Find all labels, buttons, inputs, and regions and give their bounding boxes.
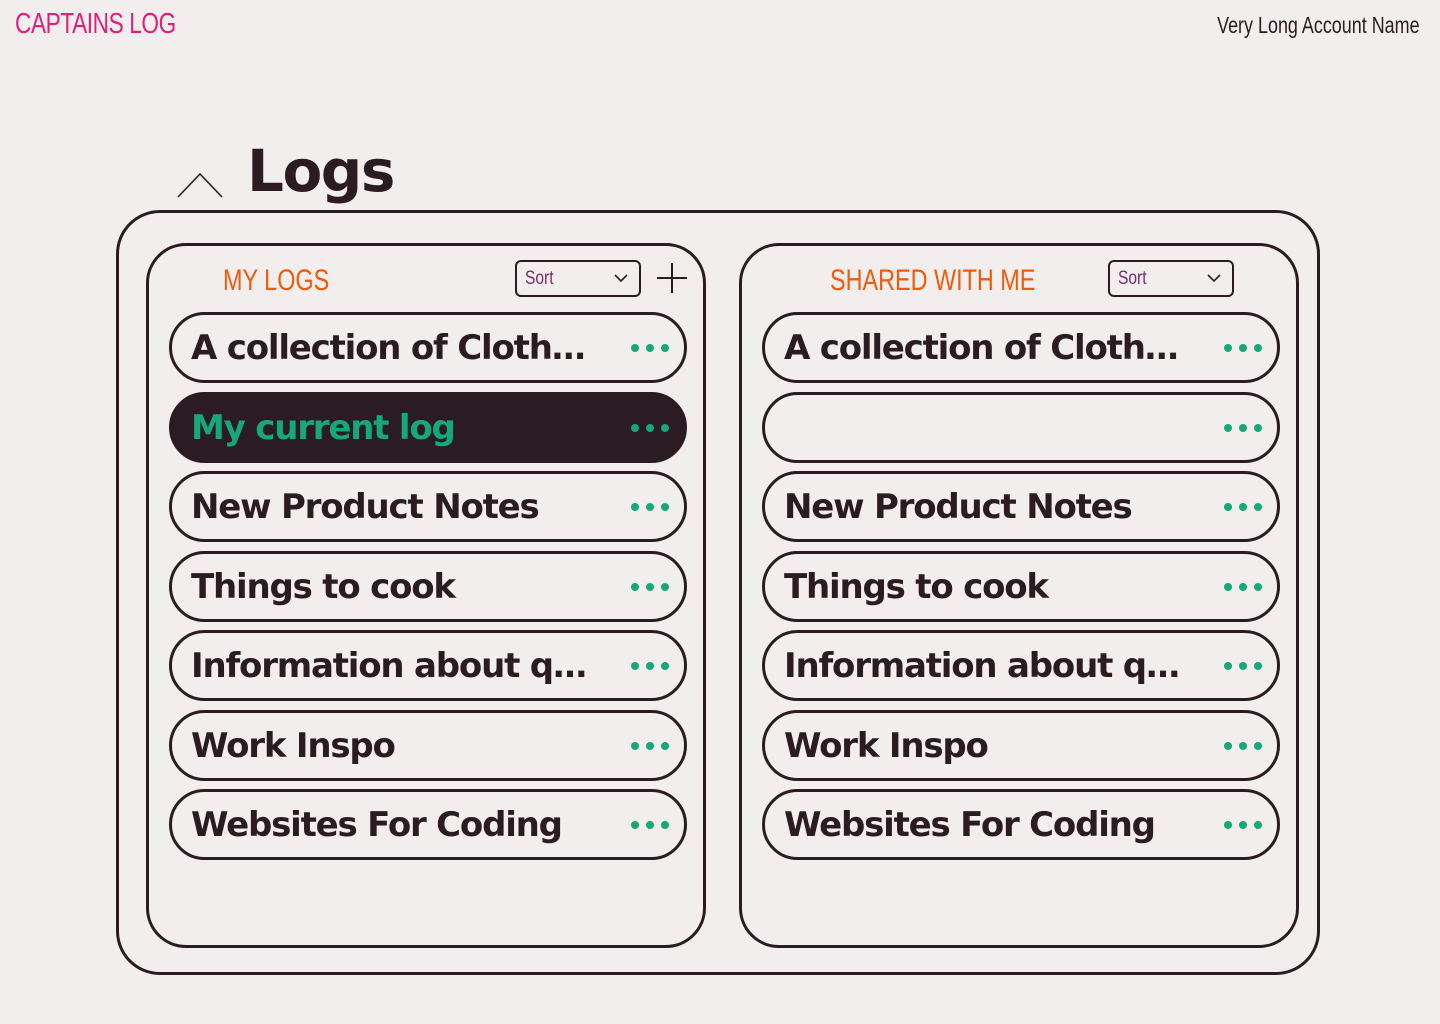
log-item[interactable]: New Product Notes — [762, 471, 1280, 542]
more-dots-icon[interactable] — [630, 338, 670, 358]
log-item[interactable]: Websites For Coding — [762, 789, 1280, 860]
account-name[interactable]: Very Long Account Name — [1217, 12, 1420, 38]
log-item-label: My current log — [191, 407, 456, 448]
my-logs-sort-select[interactable]: Sort — [515, 260, 641, 297]
more-dots-icon[interactable] — [630, 497, 670, 517]
chevron-down-icon — [1207, 274, 1221, 283]
log-item-label: Things to cook — [191, 566, 456, 607]
log-item[interactable]: Things to cook — [169, 550, 687, 622]
more-dots-icon[interactable] — [1223, 497, 1263, 517]
log-item[interactable]: Things to cook — [762, 550, 1280, 622]
log-item[interactable] — [762, 391, 1280, 463]
chevron-down-icon — [614, 274, 628, 283]
log-item-label: A collection of Clothing — [191, 328, 592, 368]
more-dots-icon[interactable] — [1223, 815, 1263, 835]
log-item[interactable]: New Product Notes — [169, 471, 687, 542]
log-item-label: Work Inspo — [784, 725, 989, 766]
more-dots-icon[interactable] — [1223, 656, 1263, 676]
add-log-button[interactable] — [654, 260, 690, 296]
more-dots-icon[interactable] — [630, 736, 670, 756]
log-item[interactable]: Information about quick e... — [762, 630, 1280, 701]
more-dots-icon[interactable] — [1223, 418, 1263, 438]
log-item-label: Websites For Coding — [191, 805, 563, 845]
app-brand[interactable]: CAPTAINS LOG — [15, 8, 176, 40]
sort-label: Sort — [525, 268, 554, 289]
log-item[interactable]: Work Inspo — [762, 709, 1280, 781]
more-dots-icon[interactable] — [1223, 338, 1263, 358]
log-item-label: New Product Notes — [784, 487, 1133, 527]
log-item[interactable]: My current log — [169, 391, 687, 463]
shared-logs-heading: SHARED WITH ME — [830, 264, 1036, 297]
more-dots-icon[interactable] — [630, 577, 670, 597]
plus-icon — [657, 263, 687, 293]
page-title: Logs — [247, 137, 395, 205]
shared-logs-sort-select[interactable]: Sort — [1108, 260, 1234, 297]
log-item[interactable]: Websites For Coding — [169, 789, 687, 860]
log-item-label: Things to cook — [784, 566, 1049, 607]
my-logs-panel: MY LOGS Sort A collection of Clothing My … — [146, 243, 706, 948]
log-item-label: New Product Notes — [191, 487, 540, 527]
more-dots-icon[interactable] — [630, 656, 670, 676]
log-item[interactable]: A collection of Clothing — [762, 312, 1280, 383]
log-item-label: A collection of Clothing — [784, 328, 1185, 368]
my-logs-heading: MY LOGS — [223, 264, 330, 297]
more-dots-icon[interactable] — [1223, 736, 1263, 756]
more-dots-icon[interactable] — [630, 418, 670, 438]
log-item-label: Websites For Coding — [784, 805, 1156, 845]
log-item-label: Information about quick e... — [191, 646, 592, 686]
log-item[interactable]: Work Inspo — [169, 709, 687, 781]
more-dots-icon[interactable] — [1223, 577, 1263, 597]
chevron-up-icon[interactable] — [176, 168, 224, 200]
sort-label: Sort — [1118, 268, 1147, 289]
log-item-label: Work Inspo — [191, 725, 396, 766]
log-item-label: Information about quick e... — [784, 646, 1185, 686]
shared-logs-panel: SHARED WITH ME Sort A collection of Clot… — [739, 243, 1299, 948]
log-item[interactable]: Information about quick e... — [169, 630, 687, 701]
log-item[interactable]: A collection of Clothing — [169, 312, 687, 383]
logs-container — [116, 210, 1320, 975]
more-dots-icon[interactable] — [630, 815, 670, 835]
